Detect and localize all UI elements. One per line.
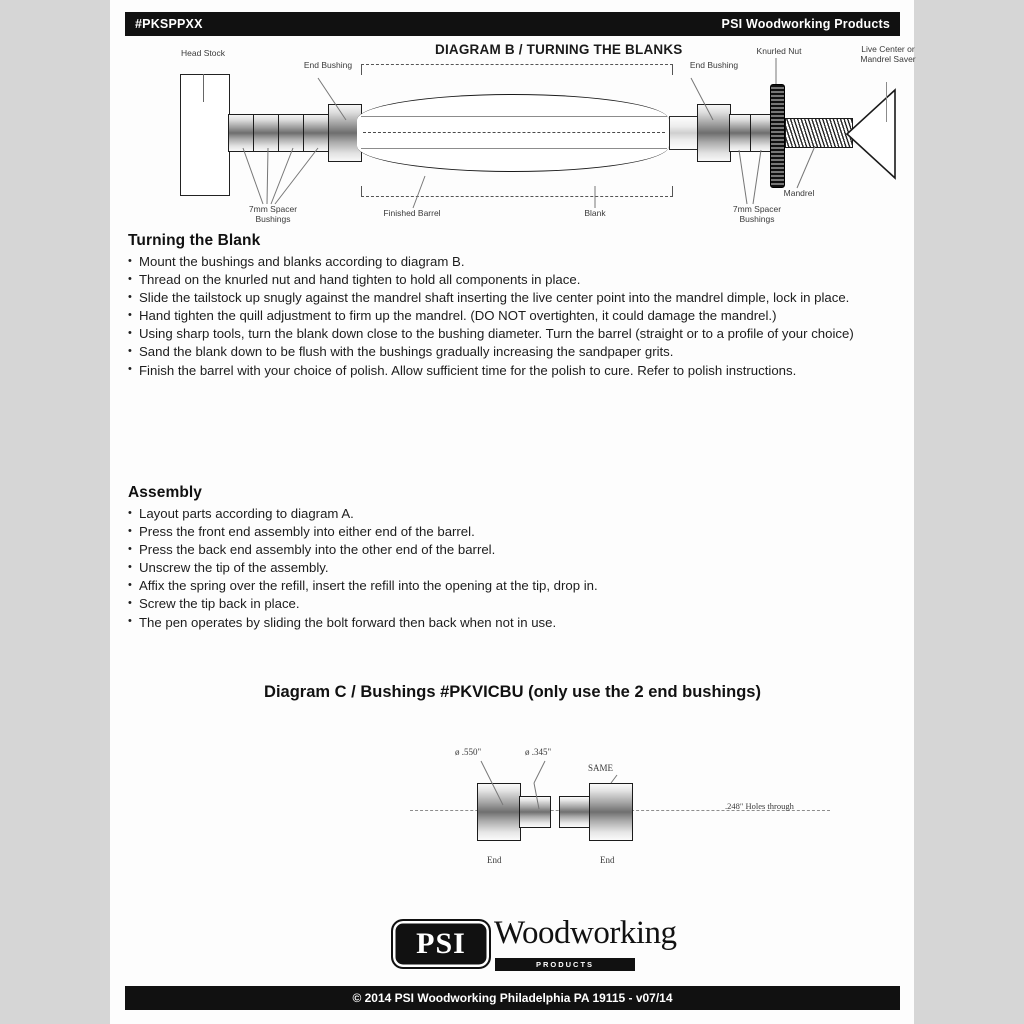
- assembly-bullet-7: The pen operates by sliding the bolt for…: [128, 613, 888, 632]
- footer-bar: © 2014 PSI Woodworking Philadelphia PA 1…: [125, 986, 900, 1010]
- bushing-right-large-step: [589, 783, 633, 841]
- header-bar: #PKSPPXX PSI Woodworking Products: [125, 12, 900, 36]
- label-end-bushing-right: End Bushing: [689, 60, 739, 70]
- end-bushing-right-shape: [697, 104, 731, 162]
- turning-bullet-6: Sand the blank down to be flush with the…: [128, 343, 888, 361]
- header-brand-title: PSI Woodworking Products: [721, 17, 890, 31]
- section-assembly: Assembly Layout parts according to diagr…: [128, 484, 888, 632]
- diagram-c-leader-lines: [480, 760, 618, 810]
- label-head-stock: Head Stock: [181, 48, 225, 58]
- barrel-profile-top: [361, 116, 667, 117]
- page-margin-right: [914, 0, 1024, 1024]
- psi-logo: PSI Woodworking PRODUCTS: [391, 915, 677, 977]
- label-spacer-bushings-left: 7mm Spacer Bushings: [248, 204, 298, 224]
- end-bushing-left-shape: [328, 104, 362, 162]
- label-diameter-small: ø .345": [525, 747, 552, 757]
- label-end-bushing-left: End Bushing: [303, 60, 353, 70]
- turning-bullet-5: Using sharp tools, turn the blank down c…: [128, 325, 888, 343]
- turning-bullet-4: Hand tighten the quill adjustment to fir…: [128, 307, 888, 325]
- instruction-sheet: #PKSPPXX PSI Woodworking Products DIAGRA…: [110, 0, 916, 1024]
- label-finished-barrel: Finished Barrel: [383, 208, 441, 218]
- footer-copyright: © 2014 PSI Woodworking Philadelphia PA 1…: [352, 991, 673, 1005]
- blank-extent-bracket-bottom: [361, 186, 673, 197]
- label-end-right: End: [600, 855, 615, 865]
- bushing-left-small-step: [519, 796, 551, 828]
- page-margin-left: [0, 0, 110, 1024]
- blank-barrel-shape: [357, 94, 669, 172]
- turning-heading: Turning the Blank: [128, 232, 261, 249]
- psi-logo-text: PSI: [416, 927, 466, 960]
- head-stock-leader: [203, 74, 204, 102]
- diagram-c-title: Diagram C / Bushings #PKVICBU (only use …: [264, 683, 761, 701]
- psi-logo-mark: PSI: [391, 919, 491, 969]
- turning-bullet-7: Finish the barrel with your choice of po…: [128, 361, 888, 380]
- header-product-code: #PKSPPXX: [135, 17, 203, 31]
- assembly-bullet-2: Press the front end assembly into either…: [128, 523, 888, 541]
- label-blank: Blank: [584, 208, 606, 218]
- turning-bullet-2: Thread on the knurled nut and hand tight…: [128, 271, 888, 289]
- label-diameter-large: ø .550": [455, 747, 482, 757]
- live-center-shape: [845, 88, 896, 180]
- assembly-bullet-4: Unscrew the tip of the assembly.: [128, 559, 888, 577]
- label-holes-through: .248" Holes through: [725, 801, 794, 811]
- barrel-profile-bottom: [361, 148, 667, 149]
- assembly-heading: Assembly: [128, 484, 203, 501]
- label-spacer-bushings-right: 7mm Spacer Bushings: [732, 204, 782, 224]
- diagram-b-title: DIAGRAM B / TURNING THE BLANKS: [435, 42, 683, 57]
- psi-logo-subtitle: PRODUCTS: [535, 960, 595, 969]
- psi-logo-wordmark: Woodworking: [494, 915, 677, 951]
- assembly-bullet-5: Affix the spring over the refill, insert…: [128, 577, 888, 595]
- diagram-b-leader-lines: [242, 58, 816, 209]
- label-same: SAME: [588, 763, 614, 773]
- spacer-bushing-2: [253, 114, 280, 152]
- barrel-center-axis: [363, 132, 665, 133]
- diagram-b: DIAGRAM B / TURNING THE BLANKS Head Stoc…: [125, 36, 916, 236]
- assembly-bullet-6: Screw the tip back in place.: [128, 595, 888, 613]
- psi-logo-subtitle-bar: PRODUCTS: [495, 958, 635, 971]
- bushing-left-large-step: [477, 783, 521, 841]
- knurled-nut-shape: [770, 84, 785, 188]
- turning-bullet-1: Mount the bushings and blanks according …: [128, 253, 888, 271]
- diagram-c: Diagram C / Bushings #PKVICBU (only use …: [125, 683, 900, 883]
- assembly-bullet-3: Press the back end assembly into the oth…: [128, 541, 888, 559]
- assembly-bullet-1: Layout parts according to diagram A.: [128, 505, 888, 523]
- mandrel-thread-shape: [785, 118, 853, 148]
- blank-extent-bracket-top: [361, 64, 673, 75]
- section-turning-the-blank: Turning the Blank Mount the bushings and…: [128, 232, 888, 380]
- live-center-leader: [886, 82, 887, 122]
- turning-bullet-3: Slide the tailstock up snugly against th…: [128, 289, 888, 307]
- label-end-left: End: [487, 855, 502, 865]
- label-knurled-nut: Knurled Nut: [756, 46, 802, 56]
- label-mandrel: Mandrel: [783, 188, 815, 198]
- label-live-center: Live Center or Mandrel Saver: [860, 44, 916, 64]
